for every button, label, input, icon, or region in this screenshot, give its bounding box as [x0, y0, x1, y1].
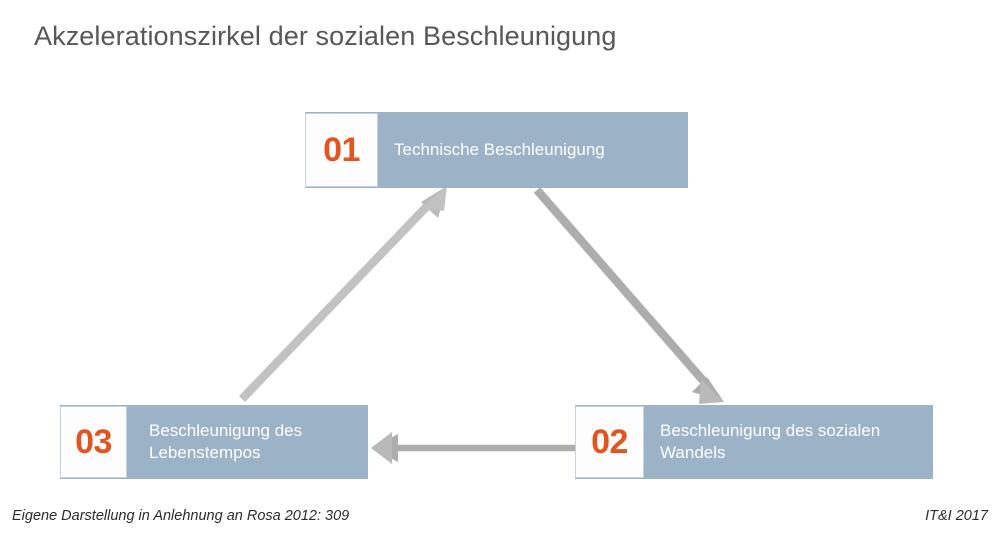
footer-credit: IT&I 2017 [925, 508, 988, 524]
step-box-03[interactable]: 03 Beschleunigung des Lebenstempos [60, 405, 368, 479]
step-label-cell-01: Technische Beschleunigung [378, 112, 688, 188]
step-number-cell-01: 01 [305, 113, 378, 187]
step-label-03: Beschleunigung des Lebenstempos [149, 421, 303, 462]
step-box-02[interactable]: 02 Beschleunigung des sozialen Wandels [575, 405, 933, 479]
step-label-01: Technische Beschleunigung [394, 140, 605, 160]
step-number-02: 02 [591, 423, 628, 461]
step-number-cell-02: 02 [575, 406, 644, 478]
arrow-01-to-02 [533, 187, 724, 404]
footer-source: Eigene Darstellung in Anlehnung an Rosa … [12, 508, 350, 524]
step-number-cell-03: 03 [60, 406, 127, 478]
page-title: Akzelerationszirkel der sozialen Beschle… [34, 21, 617, 51]
step-label-cell-02: Beschleunigung des sozialen Wandels [644, 405, 933, 479]
arrow-02-to-03 [371, 432, 575, 464]
step-label-02: Beschleunigung des sozialen Wandels [660, 421, 881, 462]
step-box-01[interactable]: 01 Technische Beschleunigung [305, 112, 688, 188]
arrow-03-to-01 [238, 186, 447, 402]
step-number-03: 03 [75, 423, 112, 461]
step-number-01: 01 [323, 131, 360, 169]
step-label-cell-03: Beschleunigung des Lebenstempos [127, 405, 368, 479]
